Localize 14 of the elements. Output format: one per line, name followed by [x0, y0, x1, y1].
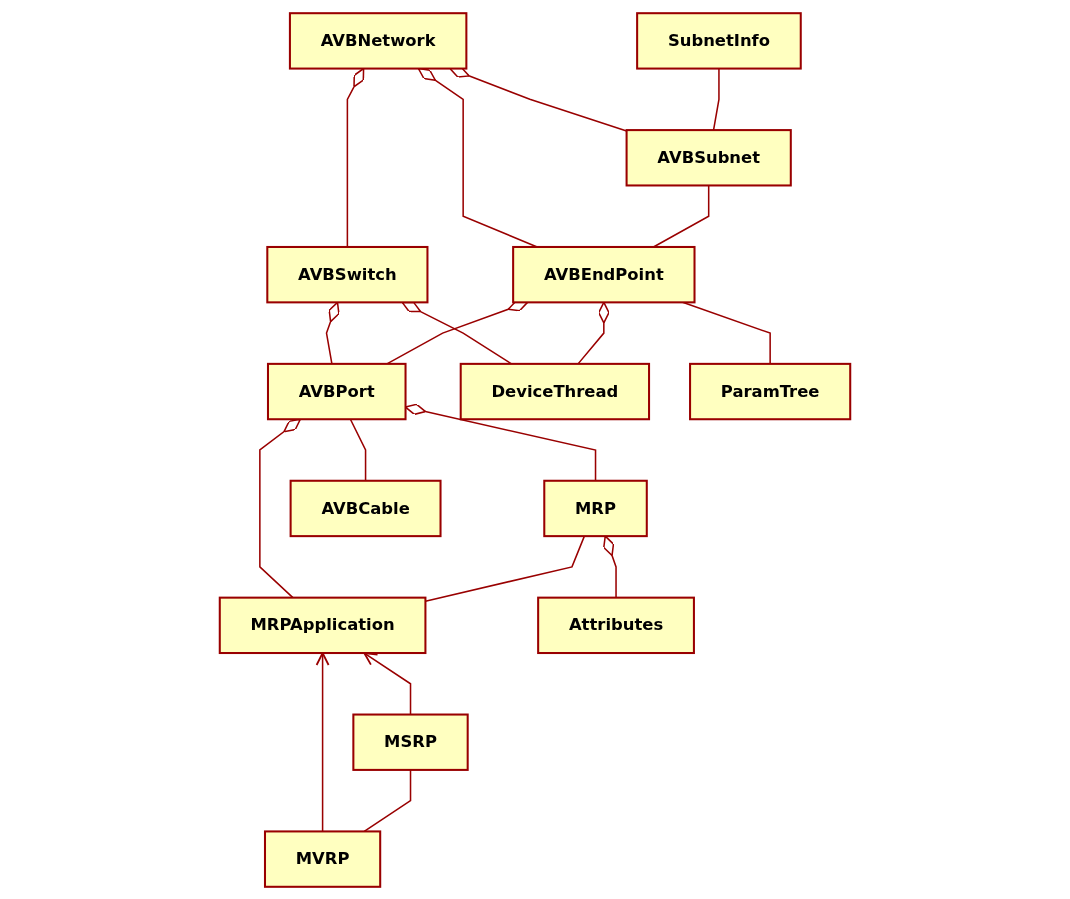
- node-box: MSRP: [352, 713, 469, 771]
- node-box: ParamTree: [689, 362, 852, 420]
- node-box: AVBPort: [266, 362, 407, 420]
- node-box: MRPApplication: [218, 596, 427, 654]
- node-box: MVRP: [263, 829, 382, 888]
- node-box: AVBEndPoint: [512, 245, 696, 303]
- node-box: AVBSwitch: [266, 245, 429, 303]
- node-box: SubnetInfo: [636, 11, 802, 70]
- node-box: MRP: [543, 479, 648, 537]
- node-box: AVBSubnet: [625, 128, 792, 186]
- node-box: AVBCable: [289, 479, 442, 537]
- node-box: AVBNetwork: [288, 11, 468, 70]
- node-box: DeviceThread: [459, 362, 651, 420]
- node-box: Attributes: [537, 596, 695, 654]
